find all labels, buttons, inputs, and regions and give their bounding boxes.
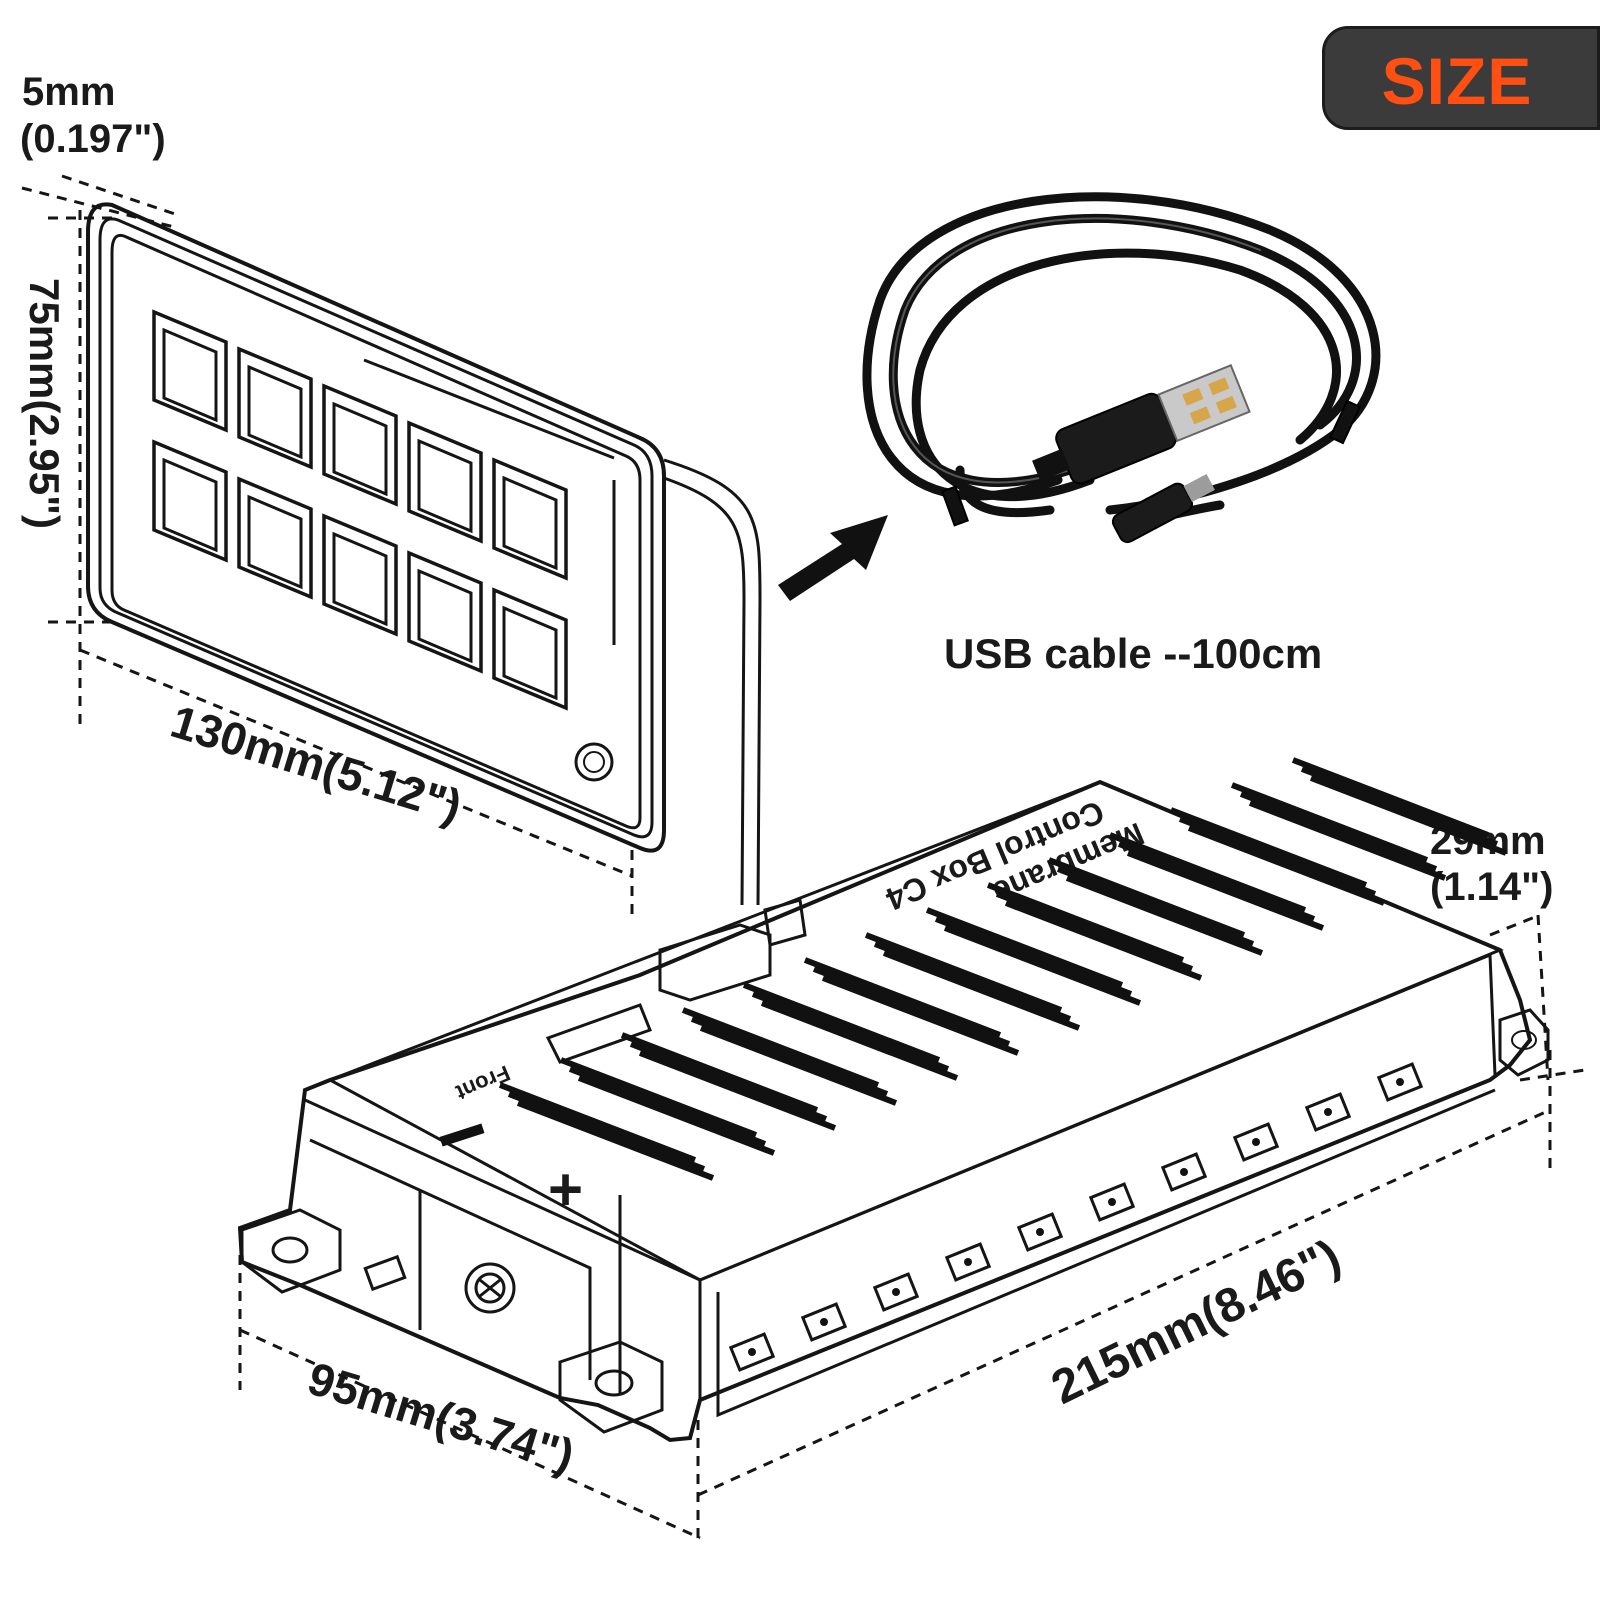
box-height-in-label: (1.14") (1430, 865, 1553, 909)
cooling-slot (1117, 841, 1316, 922)
output-terminal (1160, 1152, 1208, 1192)
cooling-slot (995, 891, 1194, 972)
cooling-slot (568, 1066, 767, 1147)
cooling-slot (1169, 807, 1368, 888)
cooling-slot (577, 1075, 776, 1156)
output-terminal (1016, 1212, 1064, 1252)
panel-height-label: 75mm(2.95") (21, 278, 68, 529)
cooling-slot (629, 1041, 828, 1122)
cooling-slot (1065, 875, 1264, 956)
panel-buttons (152, 309, 568, 711)
membrane-switch-panel (86, 202, 762, 906)
output-terminal (800, 1302, 848, 1342)
cooling-slot (699, 1025, 898, 1106)
cooling-slot (986, 882, 1185, 963)
cooling-slot (760, 1000, 959, 1081)
box-depth-label: 95mm(3.74") (302, 1352, 580, 1482)
panel-width-label: 130mm(5.12") (165, 695, 468, 833)
cooling-slot (507, 1091, 706, 1172)
cooling-slot (559, 1057, 758, 1138)
cooling-slot (882, 950, 1081, 1031)
cooling-slot (925, 907, 1124, 988)
cooling-slot (1108, 832, 1307, 913)
box-length-label: 215mm(8.46") (1044, 1230, 1349, 1415)
cooling-slot (681, 1007, 880, 1088)
control-box: Membrane Control Box C4 Front + (237, 757, 1550, 1443)
panel-button (322, 513, 398, 637)
output-terminal (1232, 1122, 1280, 1162)
dimension-lines (21, 174, 1586, 1545)
cooling-slot (516, 1100, 715, 1181)
cooling-slot (1300, 766, 1499, 847)
cooling-slot (821, 975, 1020, 1056)
cooling-slots (498, 757, 1508, 1181)
arrow-icon (778, 515, 888, 601)
cooling-slot (751, 991, 950, 1072)
cooling-slot (638, 1050, 837, 1131)
panel-button (152, 309, 228, 433)
panel-button (492, 587, 568, 711)
cooling-slot (1056, 866, 1255, 947)
cooling-slot (803, 957, 1002, 1038)
cooling-slot (943, 925, 1142, 1006)
output-terminal (728, 1332, 776, 1372)
cooling-slot (1178, 816, 1377, 897)
cooling-slot (1239, 791, 1438, 872)
cooling-slot (1291, 757, 1490, 838)
logo-icon (574, 742, 614, 782)
output-terminal (1088, 1182, 1136, 1222)
panel-button (237, 476, 313, 600)
usb-cable-label: USB cable --100cm (944, 630, 1322, 677)
cooling-slot (1187, 825, 1386, 906)
thickness-mm-label: 5mm (22, 70, 115, 114)
minus-symbol (439, 1123, 485, 1147)
panel-button (237, 346, 313, 470)
box-front-label: Front (452, 1060, 514, 1105)
output-terminals (728, 1062, 1424, 1372)
output-terminal (1304, 1092, 1352, 1132)
output-terminal (944, 1242, 992, 1282)
cooling-slot (1004, 900, 1203, 981)
panel-button (407, 550, 483, 674)
panel-button (492, 457, 568, 581)
cooling-slot (1230, 782, 1429, 863)
cooling-slot (1047, 857, 1246, 938)
size-badge-label: SIZE (1381, 44, 1533, 118)
cooling-slot (864, 932, 1063, 1013)
output-terminal (872, 1272, 920, 1312)
panel-button (407, 420, 483, 544)
cooling-slot (873, 941, 1072, 1022)
cooling-slot (620, 1032, 819, 1113)
cooling-slot (1248, 800, 1447, 881)
size-badge: SIZE (1322, 26, 1600, 130)
cooling-slot (934, 916, 1133, 997)
cooling-slot (742, 982, 941, 1063)
plus-symbol: + (548, 1156, 583, 1223)
cooling-slot (812, 966, 1011, 1047)
usb-cable-picture (862, 192, 1381, 544)
panel-button (152, 439, 228, 563)
panel-button (322, 383, 398, 507)
cooling-slot (498, 1082, 697, 1163)
cooling-slot (1309, 775, 1508, 856)
output-terminal (1376, 1062, 1424, 1102)
cooling-slot (1126, 850, 1325, 931)
cooling-slot (690, 1016, 889, 1097)
thickness-in-label: (0.197") (20, 117, 166, 161)
